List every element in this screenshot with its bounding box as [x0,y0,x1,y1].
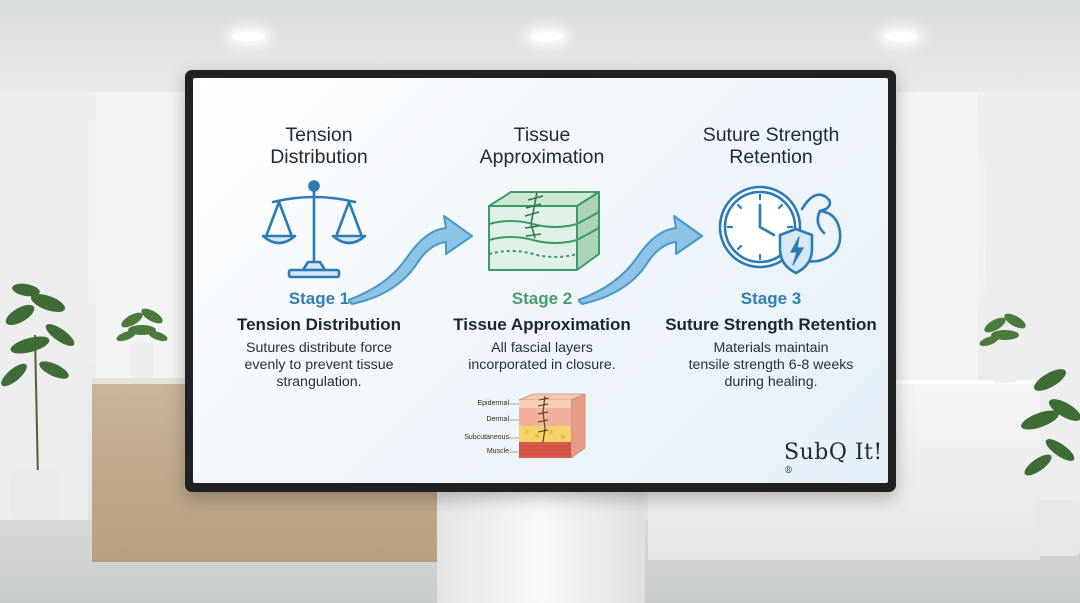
skin-layers-diagram [509,393,586,459]
description-line: during healing. [724,374,818,390]
brand-logo: SubQ It!® [784,440,888,483]
description-line: incorporated in closure. [468,357,616,373]
brand-name: SubQ It! [784,440,883,465]
skin-layer-label: Dermal [486,416,509,423]
potted-plant-left [1,283,75,520]
arrow-right-icon [578,215,703,305]
title-line: Suture Strength [702,124,840,146]
skin-layer-label: Muscle [486,448,509,455]
sutured-tissue-block-icon [488,191,600,271]
title-line: Tissue [513,124,571,146]
description-line: Materials maintain [713,340,829,356]
potted-plant-small [116,308,168,378]
column-title-tension: Tension Distribution [224,124,414,168]
stage-3-label: Stage 3 [740,289,802,308]
display-monitor: Tension Distribution Tissue Approximatio… [185,70,896,492]
skin-layer-label: Subcutaneous [464,434,509,441]
column-title-strength: Suture Strength Retention [676,124,866,168]
registered-mark: ® [784,466,794,476]
description-line: evenly to prevent tissue [244,357,394,373]
stage-1-heading: Tension Distribution [236,315,401,334]
column-title-tissue: Tissue Approximation [447,124,637,168]
stage-2-label: Stage 2 [511,289,573,308]
arrow-right-icon [348,215,473,305]
stage-3-description: Materials maintain tensile strength 6-8 … [661,340,881,391]
potted-plant-right [1021,369,1080,556]
title-line: Approximation [479,146,605,168]
title-line: Tension [285,124,353,146]
skin-layer-label: Epidermal [477,400,509,407]
clock-shield-muscle-icon [718,185,842,275]
stage-2-description: All fascial layers incorporated in closu… [432,340,652,374]
description-line: strangulation. [276,374,362,390]
description-line: Sutures distribute force [246,340,392,356]
stage-1-description: Sutures distribute force evenly to preve… [209,340,429,391]
ceiling-light [530,32,564,41]
description-line: tensile strength 6-8 weeks [688,357,854,373]
description-line: All fascial layers [491,340,593,356]
stage-1-label: Stage 1 [288,289,350,308]
stage-3-heading: Suture Strength Retention [665,315,877,334]
monitor-stand [437,490,645,603]
potted-plant-small-right [979,313,1026,383]
balance-scale-icon [261,180,367,279]
title-line: Retention [729,146,813,168]
ceiling-light [884,32,918,41]
monitor-screen: Tension Distribution Tissue Approximatio… [193,78,888,483]
ceiling-light [232,32,266,41]
title-line: Distribution [270,146,368,168]
stage-2-heading: Tissue Approximation [453,315,631,334]
